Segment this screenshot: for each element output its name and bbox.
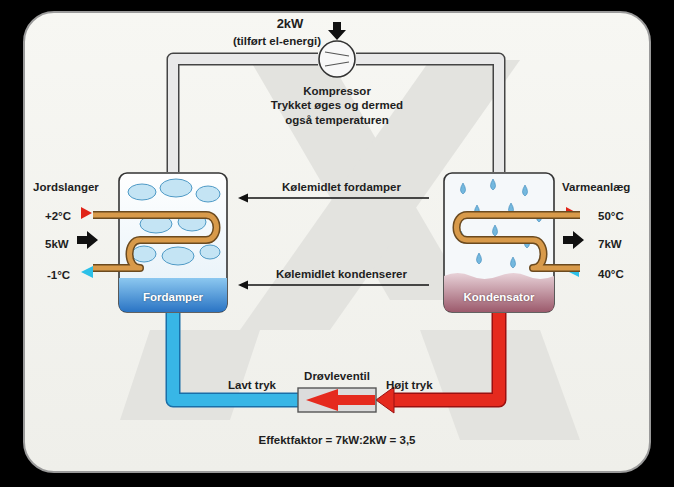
label-box: Effektfaktor = 7kW:2kW = 3,5 bbox=[258, 430, 415, 448]
node-title: Kondensator bbox=[464, 290, 535, 304]
label-box: (tilført el-energi) bbox=[233, 31, 321, 49]
node-title: Drøvleventil bbox=[304, 369, 370, 383]
temperature: 50°C bbox=[598, 210, 624, 222]
label-box: 2kW bbox=[277, 14, 304, 32]
label-box: 40°C bbox=[598, 264, 624, 282]
power-value: 5kW bbox=[45, 238, 69, 250]
evaporator-tank: Fordamper bbox=[118, 172, 228, 313]
text-block: Kondensator bbox=[443, 287, 555, 305]
refrigerant-pipe bbox=[173, 313, 298, 400]
power-note: (tilført el-energi) bbox=[233, 35, 321, 47]
pressure-label: Højt tryk bbox=[386, 379, 433, 391]
flow-label: Kølemidlet kondenserer bbox=[276, 268, 407, 280]
flow-arrow bbox=[238, 194, 429, 203]
label-box: Varmeanlæg bbox=[562, 177, 630, 195]
text-block: Drøvleventil bbox=[278, 366, 396, 384]
ground-loop-label: Jordslanger bbox=[33, 181, 99, 193]
text-block: KompressorTrykket øges og dermed også te… bbox=[257, 84, 417, 127]
label-box: -1°C bbox=[47, 265, 70, 283]
compressor-shape bbox=[318, 40, 356, 78]
label-box: 50°C bbox=[598, 206, 624, 224]
label-box: Lavt tryk bbox=[228, 375, 276, 393]
label-box: Jordslanger bbox=[33, 177, 99, 195]
refrigerant-pipe bbox=[376, 313, 499, 413]
node-body: Trykket øges og dermed også temperaturen bbox=[257, 98, 417, 127]
compressor: KompressorTrykket øges og dermed også te… bbox=[318, 40, 356, 78]
panel bbox=[24, 12, 650, 472]
power-arrow bbox=[328, 22, 346, 40]
power-value: 7kW bbox=[598, 238, 622, 250]
node-title: Kompressor bbox=[257, 84, 417, 98]
label-box: Højt tryk bbox=[386, 375, 433, 393]
throttle-valve: Drøvleventil bbox=[298, 388, 376, 412]
temperature: +2°C bbox=[45, 210, 71, 222]
text-block: Fordamper bbox=[118, 287, 228, 305]
label-box: +2°C bbox=[45, 206, 71, 224]
temperature: -1°C bbox=[47, 269, 70, 281]
label-box: 5kW bbox=[45, 234, 69, 252]
watermark bbox=[120, 60, 580, 440]
pressure-label: Lavt tryk bbox=[228, 379, 276, 391]
temperature: 40°C bbox=[598, 268, 624, 280]
node-title: Fordamper bbox=[143, 290, 203, 304]
edge-label: Kølemidlet kondenserer bbox=[276, 264, 407, 282]
edge-label: Kølemidlet fordamper bbox=[282, 177, 401, 195]
throttle-valve-shape bbox=[298, 388, 376, 412]
flow-label: Kølemidlet fordamper bbox=[282, 181, 401, 193]
efficiency-formula: Effektfaktor = 7kW:2kW = 3,5 bbox=[258, 434, 415, 446]
condenser-tank: Kondensator bbox=[443, 172, 555, 313]
heating-system-label: Varmeanlæg bbox=[562, 181, 630, 193]
flow-arrow bbox=[238, 281, 429, 290]
power-value: 2kW bbox=[277, 16, 304, 31]
label-box: 7kW bbox=[598, 234, 622, 252]
